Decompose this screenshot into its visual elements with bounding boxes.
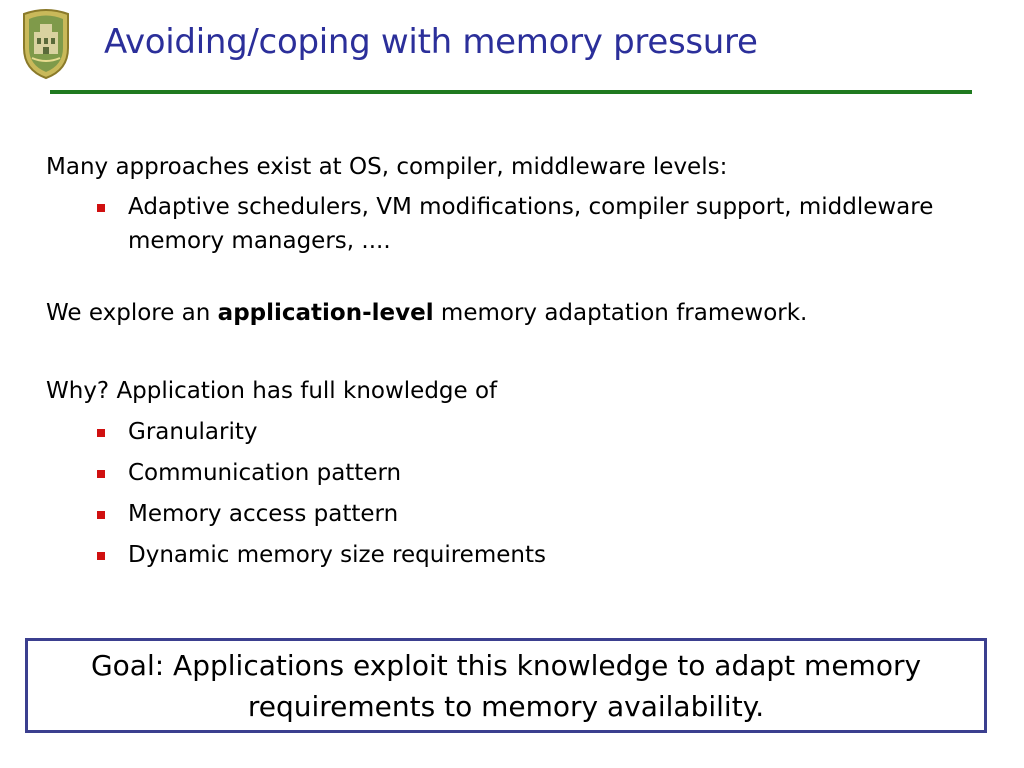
- explore-text: We explore an application-level memory a…: [46, 296, 976, 330]
- bullet-icon: [97, 429, 105, 437]
- list-item: Memory access pattern: [46, 497, 976, 531]
- list-item-text: Dynamic memory size requirements: [128, 542, 546, 568]
- list-item-text: Adaptive schedulers, VM modifications, c…: [128, 194, 934, 254]
- list-item-text: Memory access pattern: [128, 501, 399, 527]
- explore-text-after: memory adaptation framework.: [433, 300, 808, 326]
- why-text: Why? Application has full knowledge of: [46, 378, 498, 404]
- goal-callout: Goal: Applications exploit this knowledg…: [25, 638, 987, 733]
- slide-title: Avoiding/coping with memory pressure: [104, 22, 758, 62]
- list-item: Adaptive schedulers, VM modifications, c…: [46, 190, 976, 258]
- intro-text: Many approaches exist at OS, compiler, m…: [46, 154, 728, 180]
- list-item-text: Granularity: [128, 419, 258, 445]
- list-item: Communication pattern: [46, 456, 976, 490]
- bullet-icon: [97, 511, 105, 519]
- bullet-icon: [97, 204, 105, 212]
- title-divider: [50, 90, 972, 94]
- list-item: Dynamic memory size requirements: [46, 538, 976, 572]
- goal-text: Goal: Applications exploit this knowledg…: [90, 648, 922, 723]
- slide-body: Many approaches exist at OS, compiler, m…: [46, 150, 976, 572]
- bullet-icon: [97, 470, 105, 478]
- explore-text-before: We explore an: [46, 300, 218, 326]
- list-item-text: Communication pattern: [128, 460, 402, 486]
- university-crest-icon: [18, 8, 74, 80]
- explore-text-emphasis: application-level: [217, 300, 434, 326]
- bullet-icon: [97, 552, 105, 560]
- list-item: Granularity: [46, 415, 976, 449]
